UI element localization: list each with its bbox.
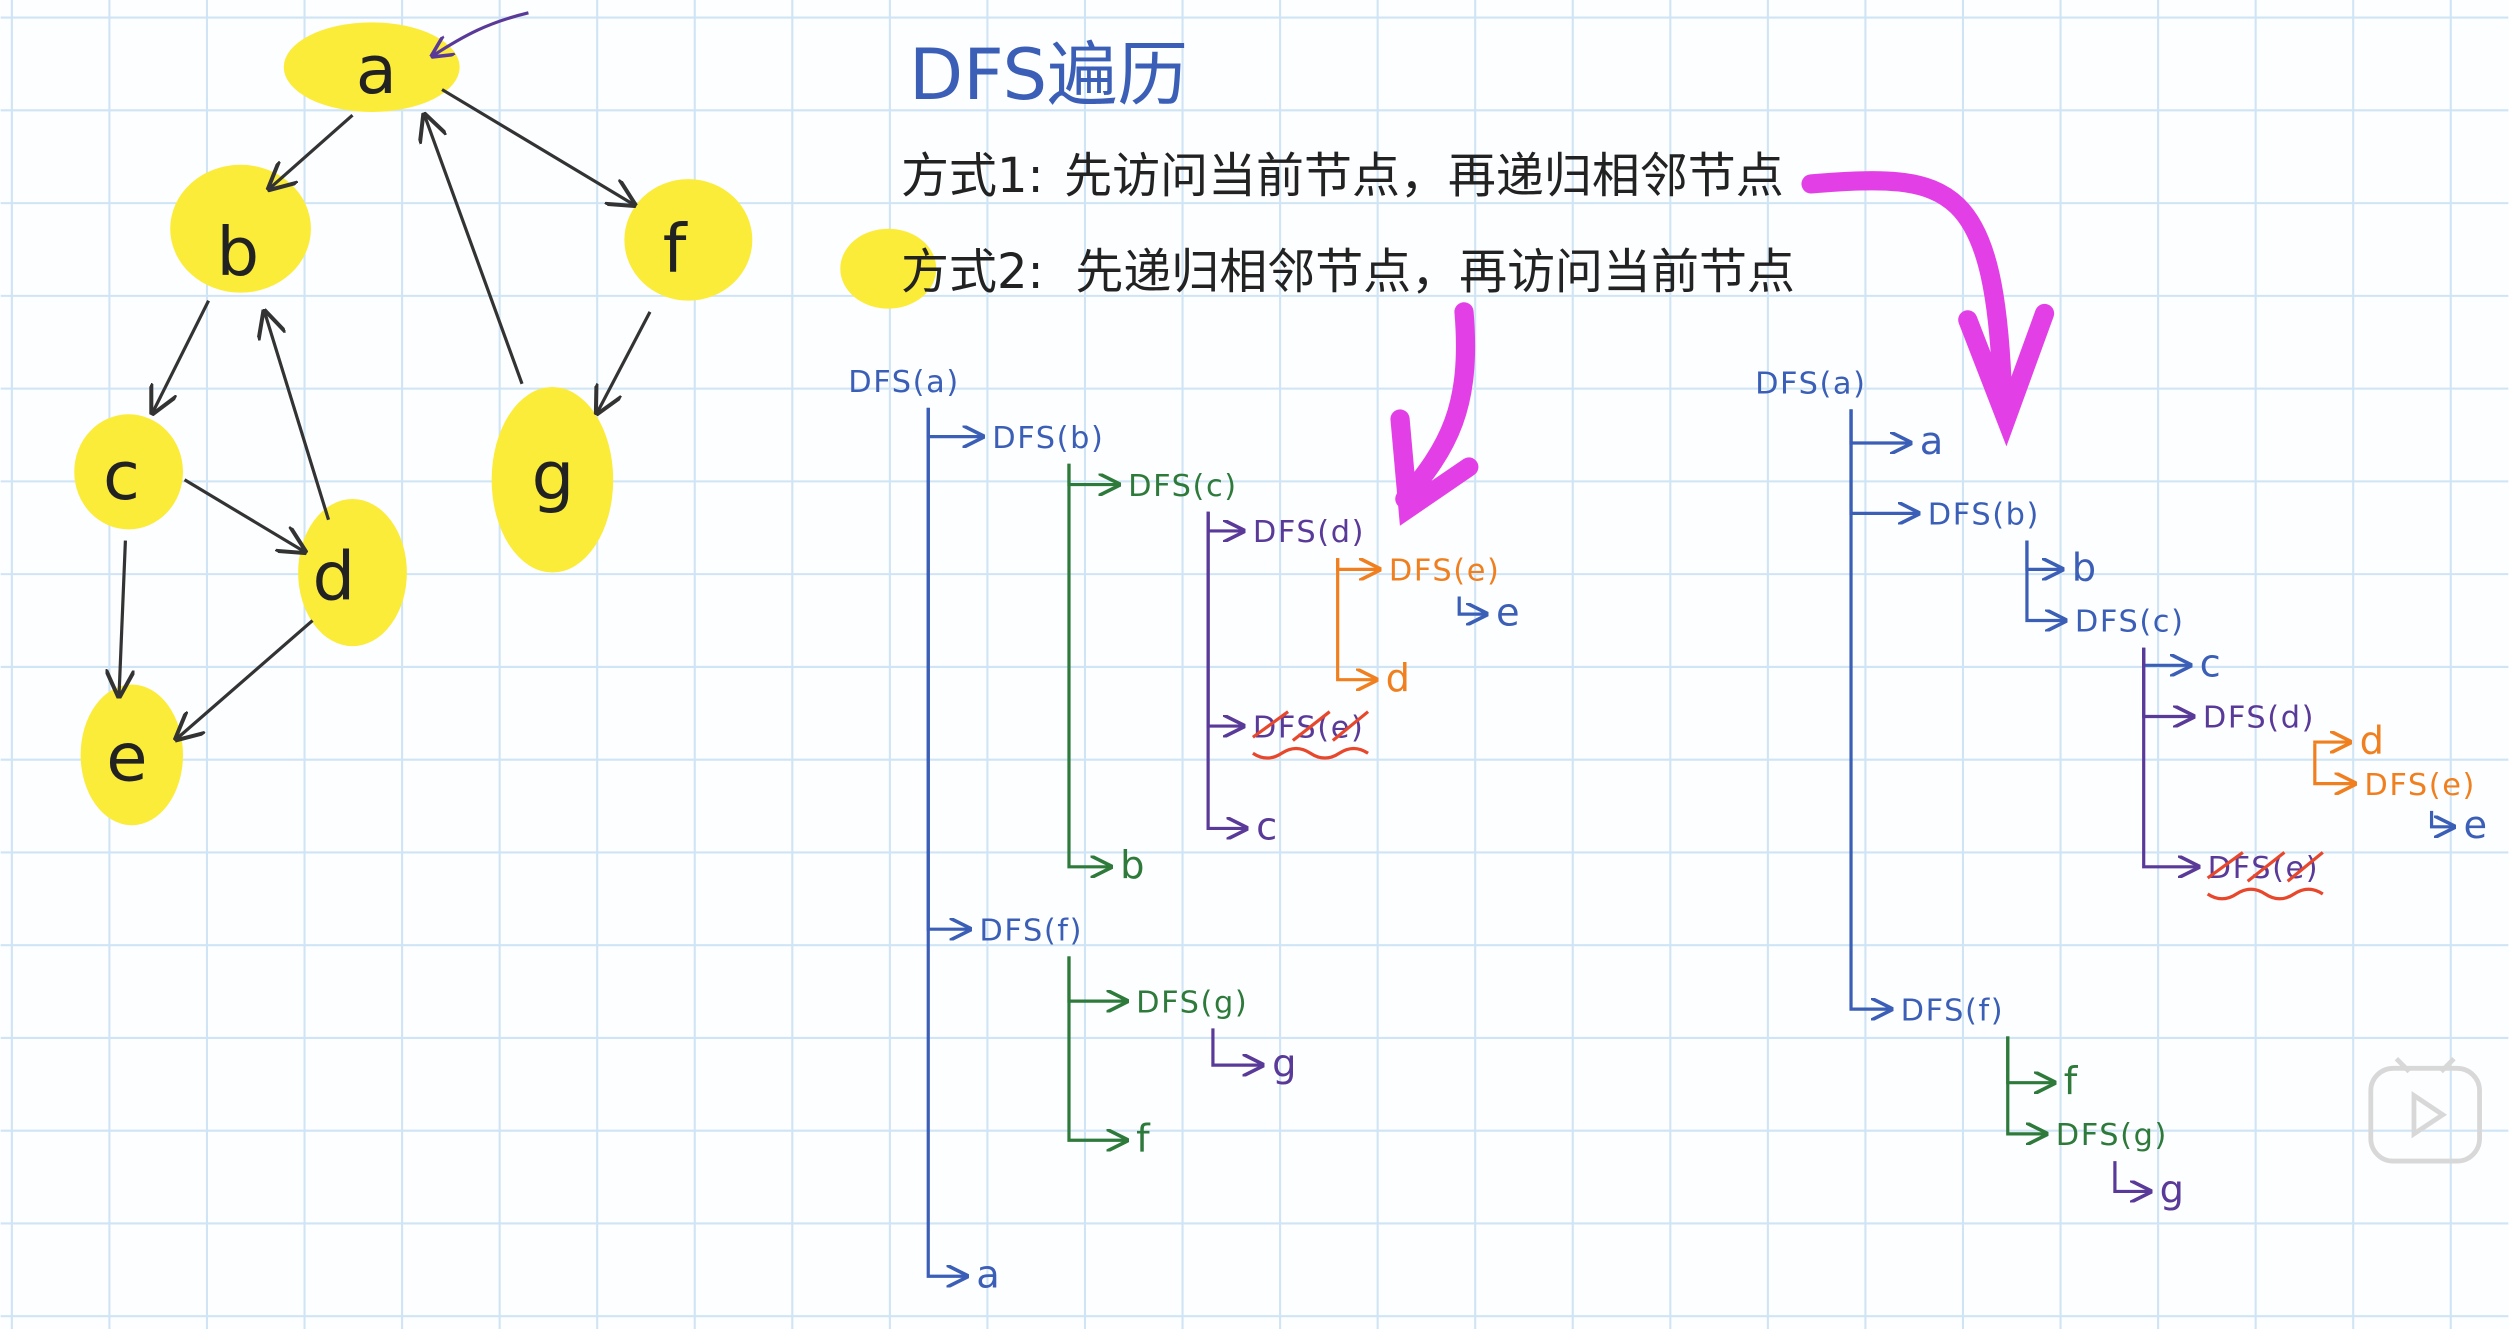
visit-node: c — [1256, 805, 1277, 850]
branch-connector — [1067, 956, 1127, 1001]
play-button-icon[interactable] — [2368, 1057, 2482, 1164]
method2-label: 方式2: — [901, 244, 1044, 300]
branch-connector — [1336, 558, 1376, 680]
method1-label: 方式1: — [901, 148, 1044, 204]
method2-text: 先递归相邻节点，再访问当前节点 — [1075, 244, 1795, 300]
edge-c-d — [183, 478, 305, 552]
edge-a-f — [441, 88, 634, 205]
branch-connector — [1849, 409, 1891, 1009]
branch-connector — [2025, 540, 2065, 621]
branch-connector — [926, 407, 982, 437]
branch-connector — [1849, 409, 1918, 513]
branch-connector — [2006, 1036, 2054, 1082]
branch-connector — [1067, 463, 1111, 867]
branch-connector — [2429, 810, 2454, 827]
branch-connector — [2313, 742, 2350, 744]
node-c: c — [103, 437, 140, 515]
dfs-call: DFS(a) — [848, 365, 960, 400]
start-arrow — [432, 11, 529, 56]
edge-d-b — [265, 312, 331, 521]
visit-node: g — [1272, 1041, 1296, 1086]
visit-node: d — [2360, 718, 2384, 763]
branch-connector — [1206, 511, 1243, 531]
visit-node: c — [2200, 641, 2221, 686]
graph-diagram: a b c d e f g — [74, 11, 937, 826]
visit-node: b — [2072, 546, 2096, 591]
dfs-call: DFS(b) — [992, 421, 1104, 456]
branch-connector — [2006, 1036, 2046, 1134]
edge-a-b — [269, 113, 354, 189]
edge-c-e — [119, 540, 125, 696]
branch-connector — [1849, 409, 1910, 443]
visit-node: a — [1920, 419, 1944, 464]
branch-connector — [1206, 511, 1246, 829]
branch-connector — [2142, 647, 2194, 717]
left-tree: DFS(a)DFS(b)DFS(c)DFS(d)DFS(e)edDFS(e)cb… — [848, 365, 1519, 1298]
highlights — [74, 22, 937, 826]
branch-connector — [2142, 647, 2198, 867]
magenta-arrow-left — [1390, 302, 1479, 526]
page-title: DFS遍历 — [909, 34, 1188, 116]
node-d: d — [313, 538, 356, 616]
node-g: g — [532, 437, 575, 515]
branch-connector — [2113, 1161, 2150, 1191]
dfs-call: DFS(c) — [1128, 469, 1238, 504]
branch-connector — [1067, 956, 1127, 1140]
branch-connector — [1336, 558, 1380, 569]
dfs-call: DFS(a) — [1755, 366, 1867, 401]
dfs-call: DFS(e) — [1389, 554, 1501, 589]
visit-node: b — [1120, 843, 1144, 888]
branch-connector — [2313, 743, 2355, 784]
magenta-arrow-right — [1801, 171, 2055, 447]
visit-node: d — [1386, 656, 1410, 701]
branch-connector — [926, 407, 966, 1276]
dfs-call: DFS(d) — [1253, 515, 1365, 550]
right-tree: DFS(a)aDFS(b)bDFS(c)cDFS(d)dDFS(e)eDFS(e… — [1755, 366, 2487, 1212]
branch-connector — [2025, 540, 2062, 570]
dfs-call: DFS(b) — [1928, 498, 2040, 533]
branch-connector — [2142, 647, 2190, 666]
node-e: e — [106, 718, 147, 796]
dfs-call: DFS(f) — [979, 913, 1083, 948]
edge-d-e — [177, 619, 314, 739]
visit-node: f — [2064, 1059, 2079, 1104]
branch-connector — [1206, 511, 1243, 726]
branch-connector — [926, 407, 970, 929]
dfs-call: DFS(f) — [1901, 993, 2005, 1028]
dfs-call: DFS(c) — [2075, 605, 2185, 640]
dfs-call: DFS(g) — [2056, 1118, 2168, 1153]
branch-connector — [1211, 1028, 1263, 1065]
visit-node: g — [2160, 1168, 2184, 1213]
dfs-call: DFS(e) — [2364, 768, 2476, 803]
dfs-call: DFS(g) — [1136, 985, 1248, 1020]
node-a: a — [356, 31, 397, 109]
node-f: f — [663, 210, 688, 288]
edge-f-g — [597, 311, 652, 413]
strike-mark — [1251, 710, 1370, 760]
strike-mark — [2206, 851, 2324, 901]
edge-b-c — [153, 299, 211, 413]
visit-node: f — [1136, 1116, 1151, 1161]
method1-text: 先访问当前节点，再递归相邻节点 — [1064, 148, 1784, 204]
branch-connector — [1457, 596, 1486, 615]
node-b: b — [217, 213, 260, 291]
edge-g-a — [424, 115, 524, 385]
visit-node: e — [2464, 803, 2488, 848]
visit-node: e — [1496, 590, 1520, 635]
visit-node: a — [976, 1252, 1000, 1297]
dfs-call: DFS(d) — [2203, 701, 2315, 736]
